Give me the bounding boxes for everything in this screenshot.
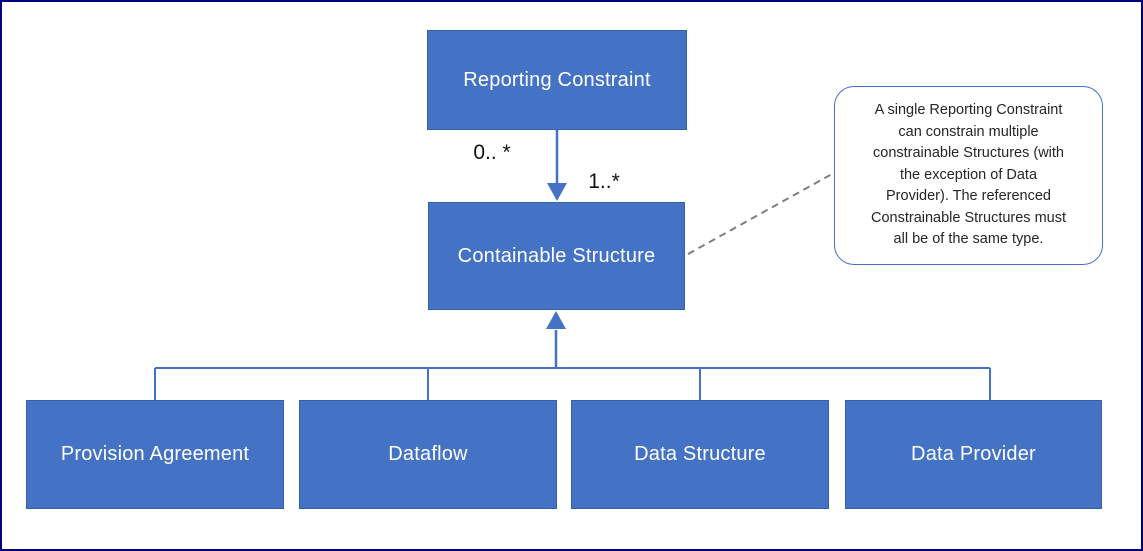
node-containable-structure-label: Containable Structure bbox=[457, 244, 656, 267]
note-line: all be of the same type. bbox=[893, 231, 1044, 248]
node-containable-structure: Containable Structure bbox=[428, 202, 685, 310]
node-reporting-constraint: Reporting Constraint bbox=[427, 30, 687, 130]
multiplicity-source-label: 0.. * bbox=[473, 141, 511, 164]
node-data-provider-label: Data Provider bbox=[911, 443, 1036, 465]
note-line: the exception of Data bbox=[899, 166, 1038, 183]
note-line: A single Reporting Constraint bbox=[874, 102, 1063, 119]
node-provision-agreement: Provision Agreement bbox=[26, 400, 284, 509]
node-provision-agreement-label: Provision Agreement bbox=[60, 443, 250, 465]
generalization-arrowhead-up-icon bbox=[546, 311, 566, 329]
node-data-structure-label: Data Structure bbox=[634, 443, 766, 465]
note-line: Constrainable Structures must bbox=[870, 209, 1067, 226]
node-reporting-constraint-label: Reporting Constraint bbox=[463, 68, 651, 91]
node-dataflow: Dataflow bbox=[299, 400, 557, 509]
multiplicity-target-label: 1..* bbox=[588, 170, 620, 193]
note-line: can constrain multiple bbox=[898, 123, 1039, 140]
note-line: Provider). The referenced bbox=[886, 188, 1051, 205]
note-callout: A single Reporting Constraint can constr… bbox=[834, 86, 1103, 265]
note-line: constrainable Structures (with bbox=[873, 145, 1064, 162]
node-data-structure: Data Structure bbox=[571, 400, 829, 509]
node-data-provider: Data Provider bbox=[845, 400, 1102, 509]
note-connector-dashed bbox=[687, 173, 833, 255]
association-arrowhead-down-icon bbox=[547, 183, 567, 201]
node-dataflow-label: Dataflow bbox=[388, 443, 468, 465]
